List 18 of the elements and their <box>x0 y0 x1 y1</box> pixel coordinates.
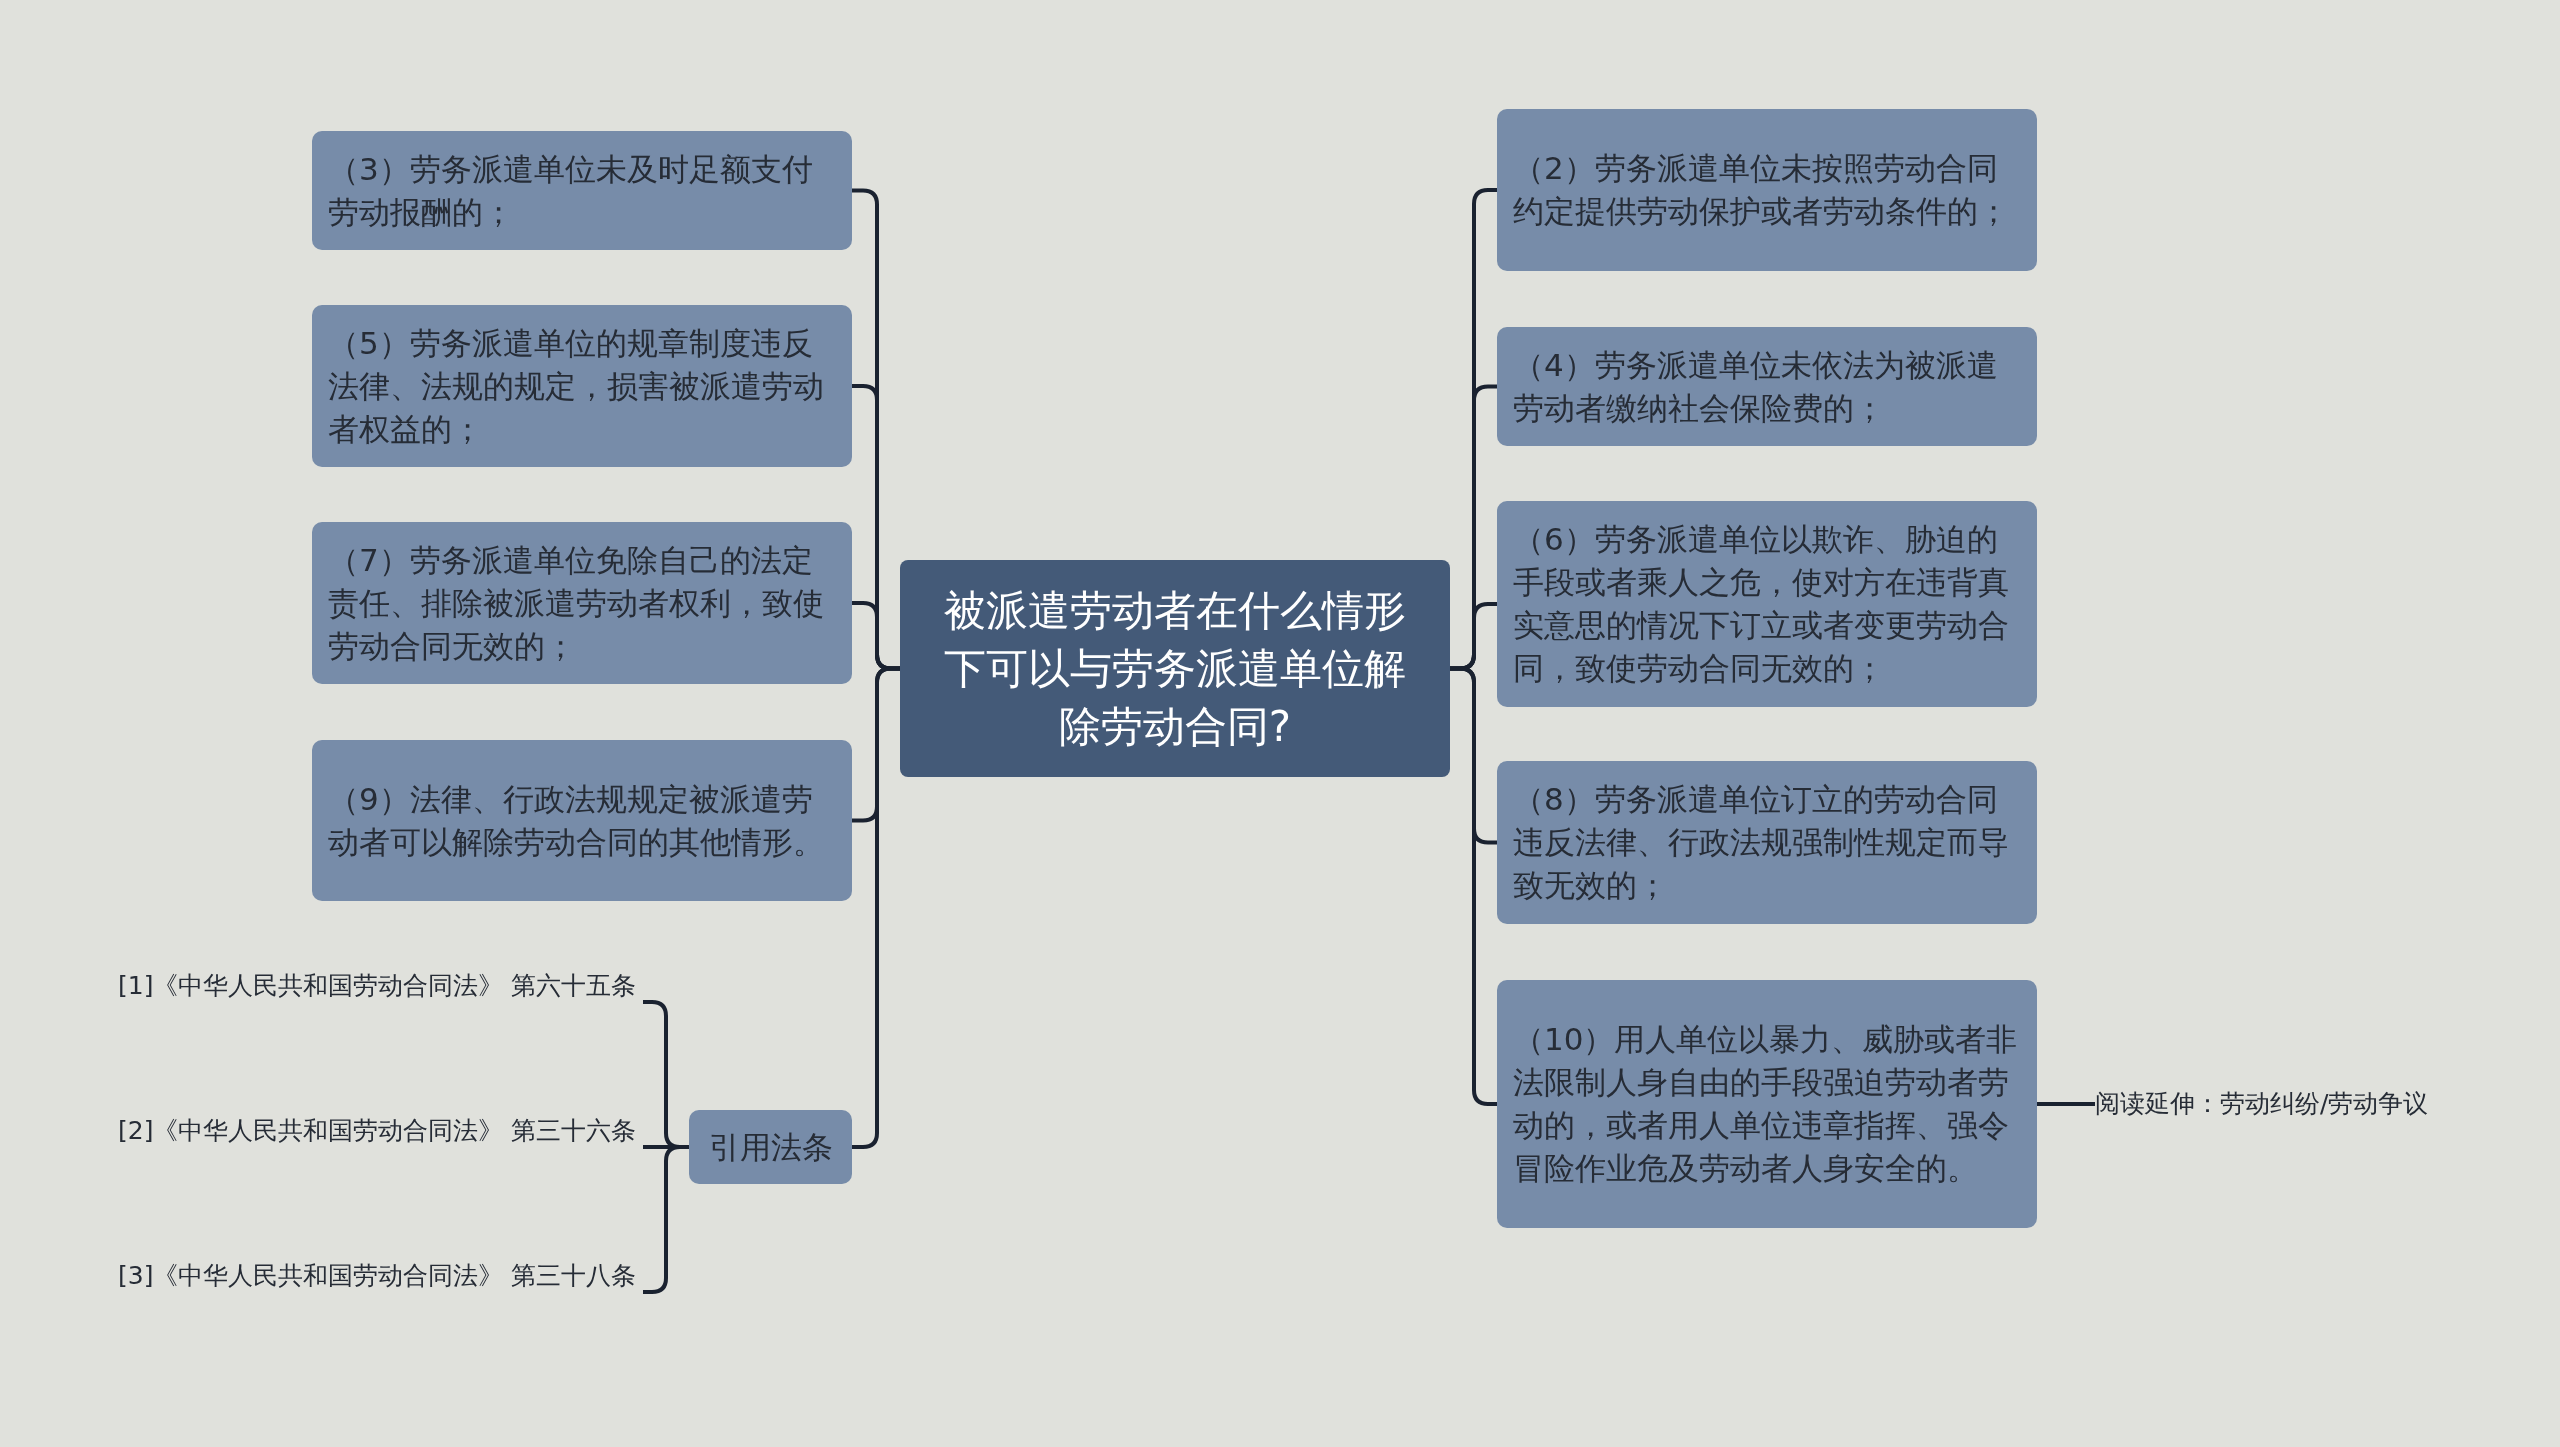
citation-text: [2]《中华人民共和国劳动合同法》 第三十六条 <box>118 1115 643 1179</box>
citation-text: [3]《中华人民共和国劳动合同法》 第三十八条 <box>118 1260 643 1324</box>
topic-box: （5）劳务派遣单位的规章制度违反法律、法规的规定，损害被派遣劳动者权益的； <box>312 305 852 467</box>
central-topic-box: 被派遣劳动者在什么情形下可以与劳务派遣单位解除劳动合同? <box>900 560 1450 777</box>
connector-line <box>852 666 900 1149</box>
topic-box: （9）法律、行政法规规定被派遣劳动者可以解除劳动合同的其他情形。 <box>312 740 852 901</box>
topic-box: （10）用人单位以暴力、威胁或者非法限制人身自由的手段强迫劳动者劳动的，或者用人单位违章指挥、强令冒险作业危及劳动者人身安全的。 <box>1497 980 2037 1228</box>
link-text: 阅读延伸：劳动纠纷/劳动争议 <box>2095 1088 2455 1120</box>
connector-line <box>2037 1102 2095 1106</box>
topic-box: （8）劳务派遣单位订立的劳动合同违反法律、行政法规强制性规定而导致无效的； <box>1497 761 2037 924</box>
topic-box: 引用法条 <box>689 1110 852 1184</box>
citation-text: [1]《中华人民共和国劳动合同法》 第六十五条 <box>118 970 643 1034</box>
topic-box: （7）劳务派遣单位免除自己的法定责任、排除被派遣劳动者权利，致使劳动合同无效的； <box>312 522 852 684</box>
topic-box: （2）劳务派遣单位未按照劳动合同约定提供劳动保护或者劳动条件的； <box>1497 109 2037 271</box>
topic-box: （4）劳务派遣单位未依法为被派遣劳动者缴纳社会保险费的； <box>1497 327 2037 446</box>
topic-box: （3）劳务派遣单位未及时足额支付劳动报酬的； <box>312 131 852 250</box>
connector-line <box>1450 666 1497 1106</box>
topic-box: （6）劳务派遣单位以欺诈、胁迫的手段或者乘人之危，使对方在违背真实意思的情况下订立或者变更劳动合同，致使劳动合同无效的； <box>1497 501 2037 707</box>
